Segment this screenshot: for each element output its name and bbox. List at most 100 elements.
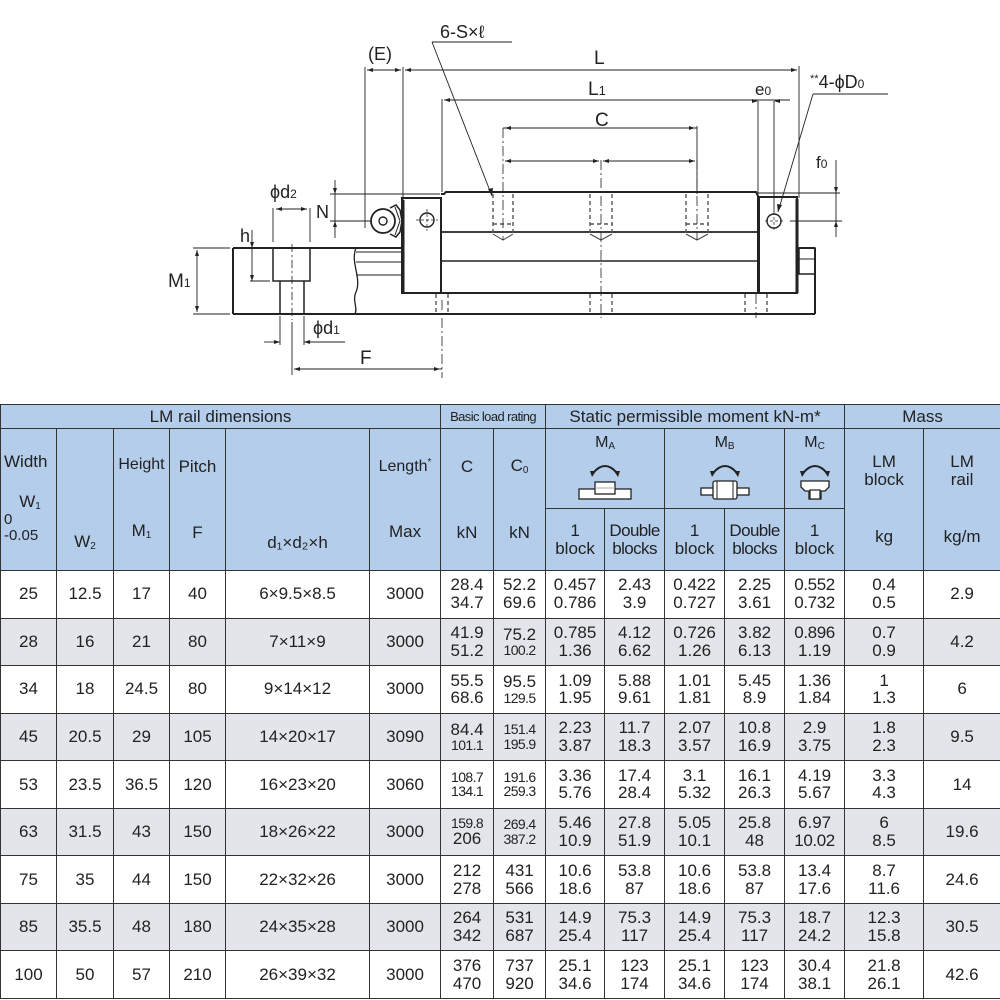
label-M1: M1	[168, 271, 191, 292]
group-rail-dimensions: LM rail dimensions	[0, 404, 442, 429]
value-block-short: 3.36	[558, 765, 592, 785]
value-block-long: 117	[621, 926, 649, 946]
value-block-short: 5.05	[678, 813, 712, 833]
value-block-long: 8.5	[872, 831, 896, 850]
group-basic-load-rating: Basic load rating	[440, 404, 547, 429]
cell-f: 80	[169, 665, 226, 714]
cell-w2: 20.5	[56, 712, 114, 762]
value-block-short: 53.8	[738, 860, 772, 880]
label-L: L	[594, 48, 605, 69]
cell-length: 3000	[368, 902, 442, 952]
cell-w1: 53	[0, 760, 57, 809]
value-block-long: 1.19	[798, 640, 832, 660]
value-block-short: 52.2	[503, 575, 537, 595]
value-block-short: 14.9	[558, 908, 592, 928]
value-block-short: 6.97	[798, 813, 832, 833]
value-block-long: 2.3	[872, 735, 896, 755]
value-block-short: 108.7	[451, 768, 484, 785]
value-block-short: 2.25	[738, 575, 772, 595]
value-block-long: 920	[505, 973, 534, 993]
cell-rail: 42.6	[923, 950, 1000, 999]
value-block-short: 6	[879, 813, 889, 833]
value-block-long: 26.3	[738, 783, 772, 803]
value-block-long: 174	[740, 973, 769, 993]
cell-w1: 34	[0, 665, 57, 714]
cell-length: 3060	[368, 760, 442, 809]
label-e0: e0	[755, 80, 771, 99]
value-block-short: 13.4	[798, 860, 832, 880]
value-block-long: 566	[505, 878, 534, 898]
value-block-long: 34.6	[678, 973, 712, 993]
value-block-long: 259.3	[503, 783, 537, 800]
value-block-long: 0.5	[872, 593, 896, 613]
dimension-lines	[193, 41, 888, 375]
cell-length: 3000	[368, 665, 442, 714]
value-block-short: 55.5	[450, 670, 484, 690]
cell-w1: 45	[0, 712, 57, 762]
value-block-short: 11.7	[618, 718, 651, 738]
value-block-long: 11.6	[868, 878, 900, 898]
value-block-long: 1.26	[678, 640, 712, 660]
value-block-long: 1.95	[558, 688, 592, 708]
value-block-short: 0.552	[794, 575, 835, 595]
value-block-long: 34.6	[558, 973, 592, 993]
value-block-long: 0.786	[553, 593, 597, 613]
value-block-short: 12.3	[867, 908, 901, 928]
cell-rail: 14	[923, 760, 1000, 809]
cell-f: 150	[169, 807, 226, 857]
cell-rail: 6	[923, 665, 1000, 714]
value-block-long: 25.4	[558, 926, 592, 946]
value-block-short: 5.45	[738, 670, 772, 690]
label-C: C	[595, 110, 609, 131]
value-block-short: 0.457	[553, 575, 597, 595]
tapped-holes	[435, 194, 768, 314]
value-block-short: 75.3	[618, 908, 652, 928]
label-h: h	[240, 226, 250, 246]
value-block-short: 25.8	[738, 813, 772, 833]
value-block-long: 195.9	[503, 735, 537, 752]
value-block-short: 151.4	[503, 721, 537, 738]
cell-bolt: 9×14×12	[225, 665, 370, 714]
value-block-long: 0.9	[872, 640, 896, 660]
value-block-short: 10.8	[738, 718, 772, 738]
value-block-long: 51.2	[450, 640, 484, 660]
value-block-short: 18.7	[798, 908, 832, 928]
cell-rail: 2.9	[923, 570, 1000, 619]
cell-f: 80	[169, 617, 226, 667]
cell-m1: 17	[113, 570, 170, 619]
value-block-short: 1.09	[558, 670, 592, 690]
cell-length: 3000	[368, 570, 442, 619]
cell-m1: 48	[113, 902, 170, 952]
value-block-short: 191.6	[503, 768, 537, 785]
cell-w1: 100	[0, 950, 57, 999]
label-L1: L1	[588, 79, 606, 100]
w1-label: W1	[19, 491, 41, 512]
value-block-short: 0.726	[673, 622, 716, 642]
cell-bolt: 16×23×20	[225, 760, 370, 809]
value-block-short: 269.4	[503, 816, 537, 833]
pitching-moment-icon	[578, 464, 632, 500]
cell-length: 3090	[368, 712, 442, 762]
